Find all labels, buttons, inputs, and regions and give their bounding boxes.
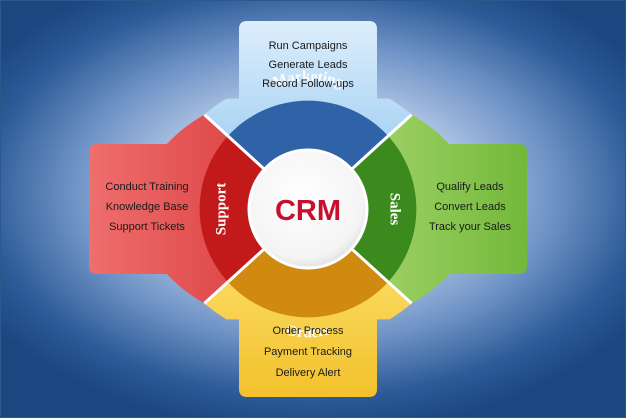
marketing-item: Generate Leads [269, 59, 348, 71]
center-label: CRM [275, 195, 341, 227]
support-item: Conduct Training [105, 181, 188, 193]
orders-label: Orders [284, 322, 331, 341]
orders-item: Payment Tracking [264, 346, 352, 358]
sales-item: Track your Sales [429, 221, 512, 233]
support-item: Knowledge Base [106, 201, 189, 213]
sales-label: Sales [387, 193, 403, 226]
center-circle [247, 148, 369, 270]
orders-item: Delivery Alert [276, 367, 341, 379]
marketing-label: Marketing [271, 69, 346, 92]
marketing-item: Run Campaigns [269, 40, 348, 52]
sales-item: Convert Leads [434, 201, 506, 213]
marketing-item: Record Follow-ups [262, 78, 354, 90]
support-label: Support [213, 183, 229, 236]
sales-item: Qualify Leads [436, 181, 504, 193]
support-item: Support Tickets [109, 221, 185, 233]
orders-item: Order Process [273, 325, 344, 337]
